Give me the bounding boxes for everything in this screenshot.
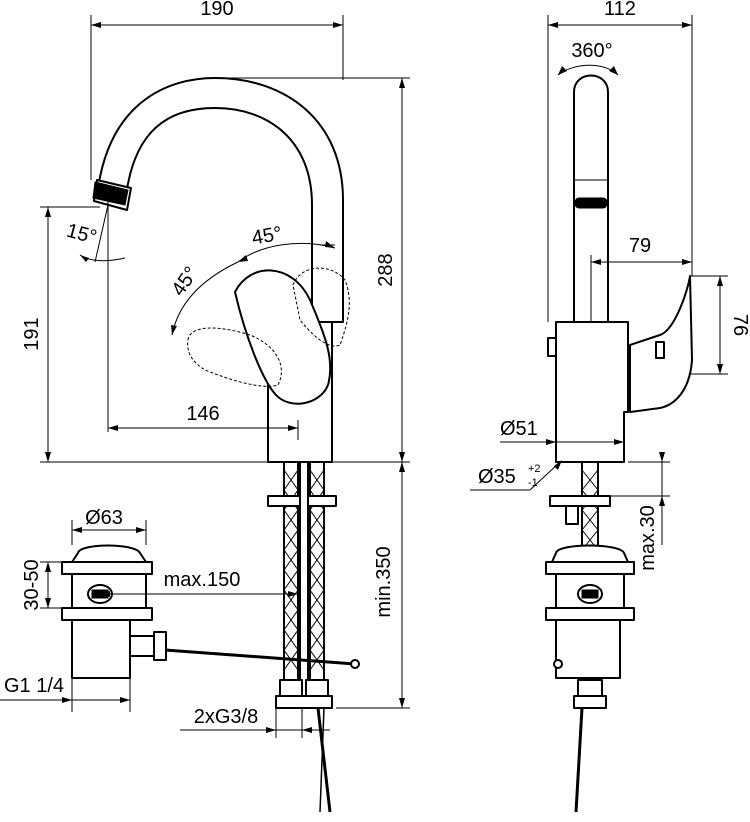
front-spout [96, 77, 344, 323]
label-hole-tol-upper: +2 [528, 463, 541, 475]
side-view-tap [547, 74, 693, 463]
label-waste-thread: G1 1/4 [4, 675, 64, 697]
label-rotation: 360° [571, 40, 612, 62]
label-spout-height: 191 [21, 317, 43, 350]
side-waste [545, 544, 635, 679]
label-deck-thickness: max.30 [637, 505, 659, 571]
label-body-diameter: Ø51 [500, 418, 538, 440]
front-aerator [92, 181, 129, 206]
label-lever-angle-back: 45° [250, 223, 284, 250]
lever-position-front [187, 327, 282, 387]
label-waste-range: 30-50 [21, 559, 43, 610]
label-lever-height: 76 [729, 314, 750, 336]
label-lever-reach: 79 [629, 235, 651, 257]
label-spout-angle: 15° [64, 220, 99, 249]
label-width-front: 190 [200, 0, 233, 20]
side-tap-body [555, 321, 629, 463]
hose-connector-left [279, 679, 303, 697]
waste-plug [71, 544, 147, 563]
label-hole-tol-lower: -1 [528, 477, 538, 489]
front-view-tap [92, 77, 350, 463]
label-hole-diameter: Ø35 [478, 466, 516, 488]
lever-position-back [292, 267, 350, 347]
label-rod-length: max.150 [164, 569, 241, 591]
side-aerator [574, 197, 608, 209]
hose-connector-right [305, 679, 329, 697]
label-hose-thread: 2xG3/8 [194, 706, 258, 728]
waste-nut [61, 607, 153, 621]
label-total-height: 288 [375, 253, 397, 286]
waste-tail [71, 619, 131, 679]
dimension-lines [0, 15, 728, 738]
front-waste [61, 544, 167, 679]
label-lever-angle-front: 45° [167, 263, 202, 300]
label-width-side: 112 [604, 0, 636, 20]
dimension-labels: 190 112 360° 15° 45° 45° 191 288 146 79 … [4, 0, 750, 728]
front-lever-handle [234, 269, 332, 405]
waste-flange [61, 561, 153, 575]
label-spout-reach: 146 [186, 403, 219, 425]
front-hoses [164, 461, 360, 813]
waste-overflow-connector [129, 635, 155, 657]
label-waste-diameter: Ø63 [85, 507, 123, 529]
label-hose-length: min.350 [373, 546, 395, 617]
